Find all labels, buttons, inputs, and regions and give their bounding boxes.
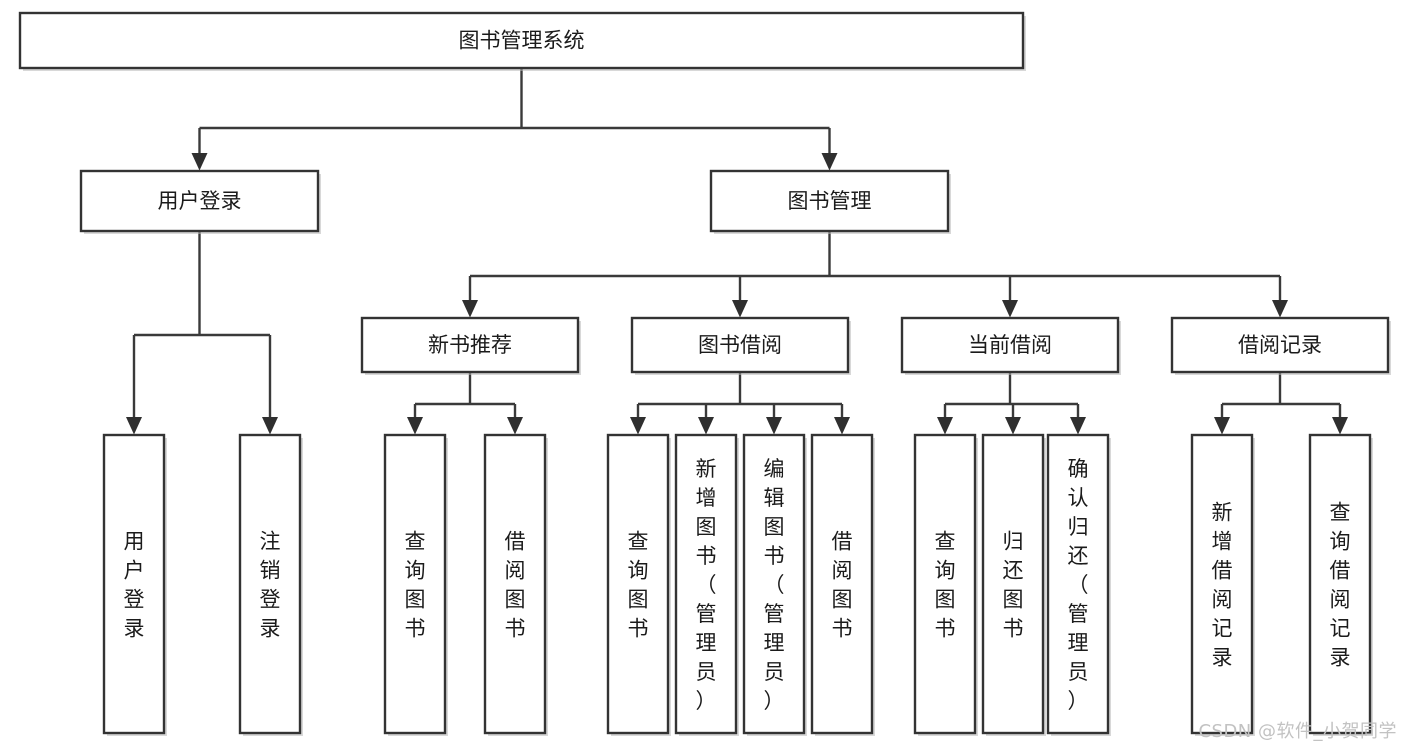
node-box <box>913 433 977 735</box>
node-box <box>606 433 670 735</box>
node-label: 图书管理 <box>788 189 872 213</box>
arrow-head-icon <box>126 417 142 435</box>
node-label: 借阅图书 <box>832 530 853 641</box>
node-layer: 图书管理系统用户登录图书管理新书推荐图书借阅当前借阅借阅记录用户登录注销登录查询… <box>18 11 1391 736</box>
node-leaf-borrow-book-nbr[interactable]: 借阅图书 <box>483 433 548 736</box>
node-leaf-return-book[interactable]: 归还图书 <box>981 433 1046 736</box>
node-borrow-record[interactable]: 借阅记录 <box>1170 316 1391 375</box>
arrow-head-icon <box>262 417 278 435</box>
node-label: 借阅图书 <box>505 530 526 641</box>
node-box <box>18 11 1025 70</box>
node-box <box>900 316 1120 374</box>
node-leaf-query-book-bb[interactable]: 查询图书 <box>606 433 671 736</box>
arrow-head-icon <box>630 417 646 435</box>
node-box <box>1046 433 1110 735</box>
node-label: 用户登录 <box>124 530 145 641</box>
arrow-head-icon <box>1214 417 1230 435</box>
node-box <box>810 433 874 735</box>
node-label: 新书推荐 <box>428 333 512 357</box>
csdn-watermark: CSDN @软件_小贺同学 <box>1198 721 1397 742</box>
node-root[interactable]: 图书管理系统 <box>18 11 1026 71</box>
arrow-head-icon <box>1272 300 1288 318</box>
node-leaf-edit-book[interactable]: 编辑图书（管理员） <box>742 433 807 736</box>
node-label: 查询借阅记录 <box>1330 501 1351 670</box>
connector-layer <box>126 68 1348 435</box>
node-label: 新增借阅记录 <box>1212 501 1233 670</box>
node-label: 注销登录 <box>260 530 281 641</box>
node-label: 查询图书 <box>628 530 649 641</box>
node-box <box>79 169 320 233</box>
node-box <box>483 433 547 735</box>
arrow-head-icon <box>507 417 523 435</box>
arrow-head-icon <box>766 417 782 435</box>
arrow-head-icon <box>1332 417 1348 435</box>
arrow-head-icon <box>191 153 208 171</box>
node-label: 图书管理系统 <box>459 29 585 53</box>
node-label: 编辑图书（管理员） <box>764 457 785 713</box>
arrow-head-icon <box>937 417 953 435</box>
arrow-head-icon <box>834 417 850 435</box>
arrow-head-icon <box>1002 300 1018 318</box>
node-label: 归还图书 <box>1003 530 1024 641</box>
node-leaf-logout[interactable]: 注销登录 <box>238 433 303 736</box>
arrow-head-icon <box>698 417 714 435</box>
node-book-manage[interactable]: 图书管理 <box>709 169 951 234</box>
node-box <box>630 316 850 374</box>
node-box <box>1170 316 1390 374</box>
node-user-login[interactable]: 用户登录 <box>79 169 321 234</box>
node-label: 图书借阅 <box>698 333 782 357</box>
arrow-head-icon <box>1005 417 1021 435</box>
node-box <box>383 433 447 735</box>
node-label: 借阅记录 <box>1238 333 1322 357</box>
node-box <box>674 433 738 735</box>
node-box <box>1308 433 1372 735</box>
node-box <box>709 169 950 233</box>
node-label: 新增图书（管理员） <box>696 457 717 713</box>
node-leaf-query-book-cb[interactable]: 查询图书 <box>913 433 978 736</box>
node-leaf-borrow-book-bb[interactable]: 借阅图书 <box>810 433 875 736</box>
node-new-book-recommend[interactable]: 新书推荐 <box>360 316 581 375</box>
node-label: 用户登录 <box>158 189 242 213</box>
node-label: 当前借阅 <box>968 333 1052 357</box>
node-leaf-confirm-return[interactable]: 确认归还（管理员） <box>1046 433 1111 736</box>
node-box <box>238 433 302 735</box>
node-box <box>742 433 806 735</box>
node-box <box>102 433 166 735</box>
arrow-head-icon <box>821 153 838 171</box>
arrow-head-icon <box>1070 417 1086 435</box>
node-leaf-user-login[interactable]: 用户登录 <box>102 433 167 736</box>
node-leaf-query-record[interactable]: 查询借阅记录 <box>1308 433 1373 736</box>
node-book-borrow[interactable]: 图书借阅 <box>630 316 851 375</box>
node-box <box>360 316 580 374</box>
node-leaf-add-book[interactable]: 新增图书（管理员） <box>674 433 739 736</box>
node-label: 查询图书 <box>405 530 426 641</box>
arrow-head-icon <box>732 300 748 318</box>
arrow-head-icon <box>462 300 478 318</box>
node-leaf-query-book-nbr[interactable]: 查询图书 <box>383 433 448 736</box>
node-leaf-add-record[interactable]: 新增借阅记录 <box>1190 433 1255 736</box>
arrow-head-icon <box>407 417 423 435</box>
node-box <box>981 433 1045 735</box>
node-current-borrow[interactable]: 当前借阅 <box>900 316 1121 375</box>
node-box <box>1190 433 1254 735</box>
node-label: 确认归还（管理员） <box>1068 457 1089 713</box>
node-label: 查询图书 <box>935 530 956 641</box>
